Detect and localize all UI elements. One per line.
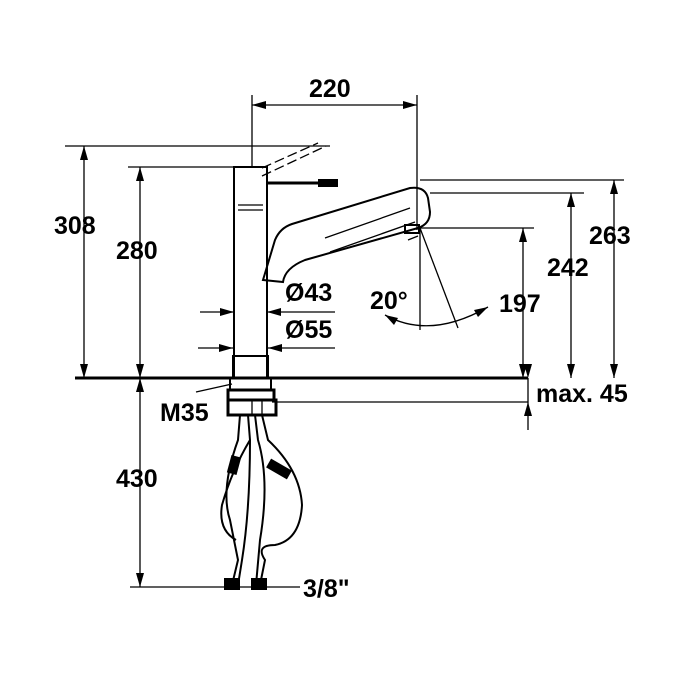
hoses: [220, 414, 304, 590]
lever-handle: [261, 142, 338, 187]
dimension-body-height: [128, 166, 234, 378]
dimension-total-height: [65, 145, 330, 378]
dimension-max-outlet-height: [420, 179, 624, 378]
label-connection-size: 3/8": [303, 575, 350, 603]
dimension-outlet-height: [430, 192, 584, 378]
faucet-body: [232, 166, 269, 379]
label-max-outlet-height: 263: [589, 222, 631, 250]
label-diameter-outer: Ø55: [285, 316, 332, 344]
label-hose-length: 430: [116, 465, 158, 493]
label-swivel-angle: 20°: [370, 287, 408, 315]
thread-leader-line: [195, 383, 233, 393]
label-max-thickness: max. 45: [536, 380, 628, 408]
mounting-hardware: [226, 377, 278, 417]
dimension-hose-length: [130, 378, 300, 588]
label-spout-reach: 220: [309, 75, 351, 103]
dimension-max-thickness: [524, 364, 532, 430]
label-outlet-height: 242: [547, 254, 589, 282]
label-mount-thread: M35: [160, 399, 209, 427]
label-body-height: 280: [116, 237, 158, 265]
dimension-spout-reach: [251, 95, 418, 230]
label-outlet-height-extended: 197: [499, 290, 541, 318]
label-total-height: 308: [54, 212, 96, 240]
spout: [261, 186, 432, 284]
dimension-diameter-outer: [198, 344, 335, 352]
swivel-angle-indicator: [384, 227, 489, 330]
label-diameter-inner: Ø43: [285, 279, 332, 307]
dimension-diameter-inner: [200, 308, 335, 316]
